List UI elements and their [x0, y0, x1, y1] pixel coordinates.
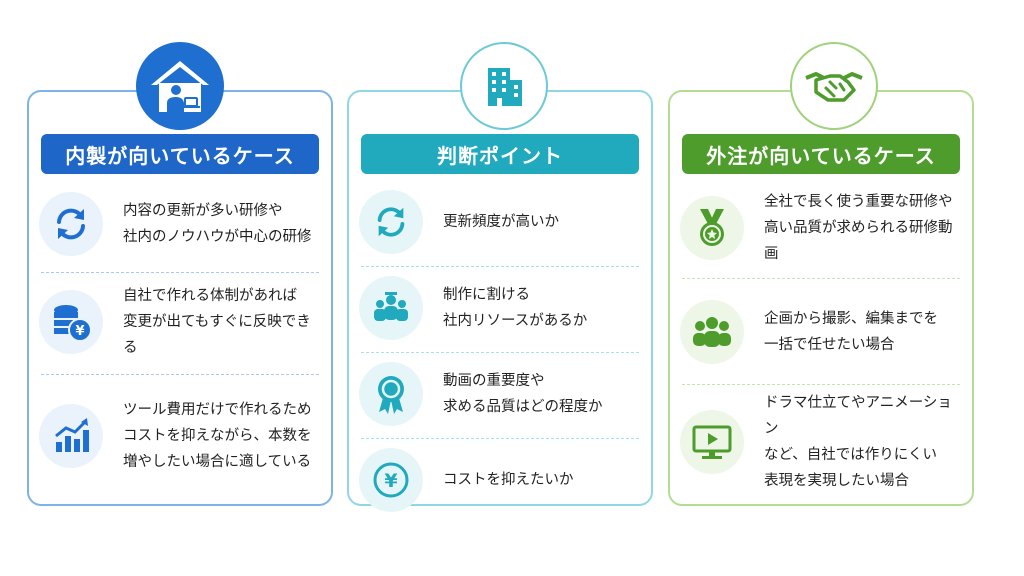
refresh-icon	[39, 192, 103, 256]
in-house-rows: 内容の更新が多い研修や 社内のノウハウが中心の研修 ¥ 自社で作れる体制があれば…	[39, 182, 321, 494]
team-icon	[359, 276, 423, 340]
divider	[41, 272, 319, 273]
outsourcing-header: 外注が向いているケース	[682, 134, 960, 174]
item-text: ツール費用だけで作れるため コストを抑えながら、本数を 増やしたい場合に適してい…	[123, 402, 312, 470]
item-text: 更新頻度が高いか	[443, 214, 559, 230]
divider	[361, 438, 639, 439]
people-icon	[680, 300, 744, 364]
item-text: 動画の重要度や 求める品質はどの程度か	[443, 373, 603, 415]
item-text: 全社で長く使う重要な研修や 高い品質が求められる研修動画	[764, 194, 953, 262]
list-item: ¥ 自社で作れる体制があれば 変更が出てもすぐに反映できる	[39, 286, 321, 358]
list-item: ¥ コストを抑えたいか	[359, 444, 641, 516]
svg-text:¥: ¥	[384, 470, 397, 492]
handshake-icon	[790, 42, 878, 130]
refresh-icon	[359, 190, 423, 254]
house-worker-icon	[136, 42, 224, 130]
outsourcing-card: 外注が向いているケース 全社で長く使う重要な研修や 高い品質が求められる研修動画…	[668, 90, 974, 506]
item-text: 自社で作れる体制があれば 変更が出てもすぐに反映できる	[123, 288, 311, 356]
list-item: ドラマ仕立てやアニメーション など、自社では作りにくい 表現を実現したい場合	[680, 394, 962, 490]
award-icon	[359, 362, 423, 426]
list-item: 更新頻度が高いか	[359, 186, 641, 258]
building-icon	[460, 42, 548, 130]
item-text: 内容の更新が多い研修や 社内のノウハウが中心の研修	[123, 203, 312, 245]
divider	[682, 278, 960, 279]
item-text: 企画から撮影、編集までを 一括で任せたい場合	[764, 311, 938, 353]
svg-text:¥: ¥	[75, 324, 84, 339]
in-house-card: 内製が向いているケース 内容の更新が多い研修や 社内のノウハウが中心の研修 ¥ …	[27, 90, 333, 506]
decision-points-header: 判断ポイント	[361, 134, 639, 174]
item-text: 制作に割ける 社内リソースがあるか	[443, 287, 588, 329]
item-text: ドラマ仕立てやアニメーション など、自社では作りにくい 表現を実現したい場合	[764, 395, 952, 489]
list-item: ツール費用だけで作れるため コストを抑えながら、本数を 増やしたい場合に適してい…	[39, 388, 321, 484]
coins-yen-icon: ¥	[39, 290, 103, 354]
yen-icon: ¥	[359, 448, 423, 512]
item-text: コストを抑えたいか	[443, 472, 574, 488]
outsourcing-rows: 全社で長く使う重要な研修や 高い品質が求められる研修動画 企画から撮影、編集まで…	[680, 182, 962, 494]
video-monitor-icon	[680, 410, 744, 474]
in-house-header: 内製が向いているケース	[41, 134, 319, 174]
list-item: 動画の重要度や 求める品質はどの程度か	[359, 358, 641, 430]
decision-points-rows: 更新頻度が高いか 制作に割ける 社内リソースがあるか 動画の重要度や 求める品質…	[359, 182, 641, 512]
divider	[361, 352, 639, 353]
list-item: 全社で長く使う重要な研修や 高い品質が求められる研修動画	[680, 188, 962, 268]
decision-points-card: 判断ポイント 更新頻度が高いか 制作に割ける 社内リソースがあるか 動画の重要度…	[347, 90, 653, 512]
divider	[682, 384, 960, 385]
list-item: 内容の更新が多い研修や 社内のノウハウが中心の研修	[39, 188, 321, 260]
list-item: 制作に割ける 社内リソースがあるか	[359, 272, 641, 344]
medal-icon	[680, 196, 744, 260]
list-item: 企画から撮影、編集までを 一括で任せたい場合	[680, 292, 962, 372]
divider	[361, 266, 639, 267]
divider	[41, 374, 319, 375]
growth-chart-icon	[39, 404, 103, 468]
